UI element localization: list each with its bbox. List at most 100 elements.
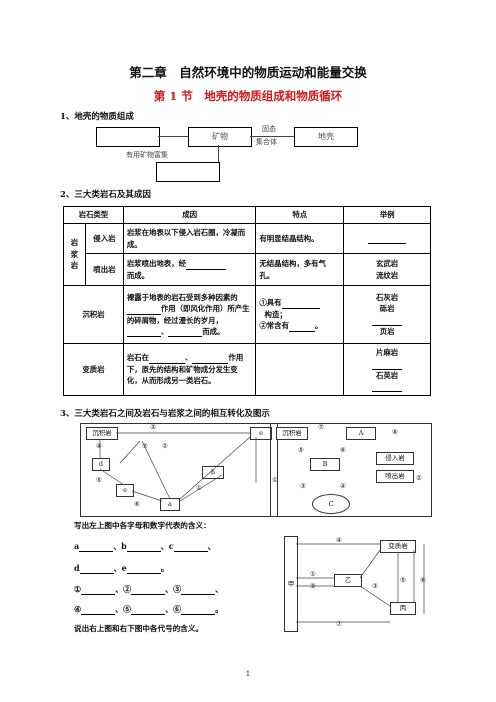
feature-text: 构造；	[264, 309, 287, 319]
node-A: A	[346, 427, 376, 440]
answer-blank[interactable]	[181, 594, 216, 595]
answer-blank[interactable]	[79, 551, 114, 552]
answer-blank[interactable]	[281, 307, 320, 309]
section1-title: 1、地壳的物质组成	[60, 112, 134, 122]
cause-text: 而成。	[126, 270, 150, 280]
node-B: B	[310, 458, 340, 471]
example-shale: 页岩	[379, 326, 395, 336]
cause-text: 岩石在	[126, 353, 150, 363]
header-feature: 特点	[255, 206, 345, 224]
extrusive-cause: 岩浆喷出地表，经而成。	[122, 253, 257, 286]
node-bing: 丙	[390, 602, 416, 615]
header-cause: 成因	[122, 206, 257, 224]
label-num: ①	[196, 484, 202, 492]
label-num: ⑦	[318, 423, 324, 431]
label-num: ⑥	[134, 500, 140, 508]
intrusive-cell: 侵入岩	[84, 223, 124, 254]
label-num: ④	[96, 442, 102, 450]
cause-text: 、	[185, 353, 193, 363]
chapter-title: 第二章 自然环境中的物质运动和能量交换	[129, 65, 367, 80]
label-num: ⑤	[96, 476, 102, 484]
section2-title: 2、三大类岩石及其成因	[60, 190, 151, 200]
answer-blank[interactable]	[185, 268, 226, 270]
example-limestone: 石灰岩	[375, 292, 399, 302]
example-rhyolite: 流纹岩	[375, 270, 399, 280]
node-intrusive: 侵入岩	[376, 452, 414, 465]
node-yi: 乙	[334, 574, 362, 587]
extrusive-cell: 喷出岩	[84, 253, 124, 286]
answer-blank[interactable]	[79, 573, 114, 574]
useful-mineral-label: 有用矿物富集	[126, 151, 168, 159]
extrusive-example: 玄武岩流纹岩	[343, 253, 431, 286]
answer-blank[interactable]	[131, 614, 166, 615]
arrow-line	[250, 136, 294, 137]
header-rock-type: 岩石类型	[63, 206, 124, 224]
answer-blank[interactable]	[168, 336, 203, 338]
node-c: e	[250, 427, 272, 440]
header-example: 举例	[343, 206, 431, 224]
example-basalt: 玄武岩	[375, 259, 399, 269]
connector-line	[218, 145, 219, 165]
left-arrows	[99, 432, 257, 502]
metamorphic-cell: 变质岩	[63, 343, 124, 396]
answer-blank[interactable]	[368, 243, 407, 245]
label-num: ⑤	[400, 576, 406, 584]
answer-blank[interactable]	[126, 313, 161, 315]
answer-blank[interactable]	[131, 594, 166, 595]
node-sedimentary: 沉积岩	[276, 427, 308, 440]
answer-row: ④、⑤、⑥。	[74, 604, 224, 615]
node-jia: 甲	[284, 536, 298, 632]
node-d: d	[92, 458, 110, 471]
label-num: ①	[272, 476, 278, 484]
answer-blank[interactable]	[372, 391, 403, 393]
section3-title: 3、三大类岩石之间及岩石与岩浆之间的相互转化及图示	[60, 409, 270, 419]
label-num: ④	[340, 482, 346, 490]
feature-text: ②常含有	[259, 321, 289, 331]
answer-blank[interactable]	[126, 336, 161, 338]
intrusive-cause: 岩浆在地表以下侵入岩石圈，冷凝而成。	[122, 223, 257, 254]
label-num: ⑤	[298, 446, 304, 454]
answer-blank[interactable]	[181, 614, 216, 615]
crust-box: 地壳	[294, 127, 358, 147]
mineral-box: 矿物	[188, 127, 252, 147]
label-num: ⑥	[420, 576, 426, 584]
example-conglomerate: 砾岩	[379, 304, 395, 314]
page-number: 1	[245, 670, 251, 678]
blank-box-ore	[156, 162, 220, 182]
answer-blank[interactable]	[126, 573, 161, 574]
arrow-label-top: 固态	[262, 125, 276, 133]
table-header-row: 岩石类型 成因 特点 举例	[63, 206, 431, 224]
sedimentary-example: 石灰岩砾岩页岩	[343, 285, 431, 344]
question-1: 写出左上图中各字母和数字代表的含义：	[74, 521, 211, 530]
label-num: ①	[310, 570, 316, 578]
feature-text: ①具有	[259, 298, 282, 308]
answer-row: d、e。	[74, 563, 169, 574]
bottom-arrows	[296, 543, 425, 623]
answer-blank[interactable]	[173, 551, 208, 552]
cause-text: 作用下，原先的结构和矿物成分发生变化，从而形成另一类岩石。	[126, 353, 244, 386]
sedimentary-cause: 裸露于地表的岩石受到多种因素的作用（即风化作用）所产生的碎屑物，经过漫长的岁月，…	[122, 285, 257, 344]
table-row: 沉积岩 裸露于地表的岩石受到多种因素的作用（即风化作用）所产生的碎屑物，经过漫长…	[63, 285, 431, 344]
answer-blank[interactable]	[372, 324, 403, 326]
answer-blank[interactable]	[81, 594, 116, 595]
metamorphic-example: 片麻岩石英岩	[343, 343, 431, 396]
label-num: ⑥	[340, 446, 346, 454]
label-num: ②	[142, 442, 148, 450]
node-extrusive: 喷出岩	[376, 470, 414, 483]
question-2: 说出右上图和右下图中各代号的含义。	[74, 624, 204, 633]
intrusive-example	[343, 223, 431, 254]
answer-blank[interactable]	[81, 614, 116, 615]
answer-row: ①、②、③、	[74, 584, 224, 595]
sedimentary-feature: ①具有 构造； ②常含有 。	[255, 285, 345, 344]
answer-blank[interactable]	[372, 368, 403, 370]
answer-blank[interactable]	[149, 362, 186, 364]
answer-blank[interactable]	[192, 362, 229, 364]
label-num: ③	[300, 482, 306, 490]
metamorphic-cause: 岩石在 、作用下，原先的结构和矿物成分发生变化，从而形成另一类岩石。	[122, 343, 257, 396]
label-num: ④	[336, 536, 342, 544]
table-row: 喷出岩 岩浆喷出地表，经而成。 无结晶结构，多有气孔。 玄武岩流纹岩	[64, 253, 431, 286]
answer-blank[interactable]	[288, 330, 315, 332]
feature-text: 。	[314, 321, 323, 331]
answer-blank[interactable]	[126, 551, 161, 552]
